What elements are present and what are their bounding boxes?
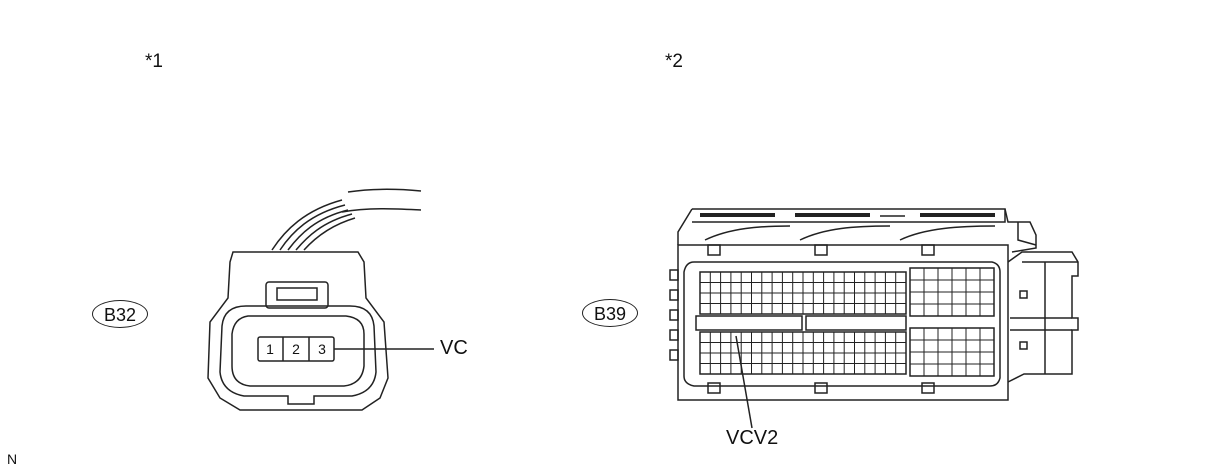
b32-pin-1: 1 [266,341,274,357]
connector-code-b32: B32 [92,300,148,328]
b32-pin-3: 3 [318,341,326,357]
corner-code: N [7,451,18,467]
pin-label-vcv2: VCV2 [726,427,779,449]
b39-pin-grids [700,268,994,376]
figure-marker-1: *1 [145,51,163,72]
connector-b39-drawing [669,208,1079,429]
figure-marker-2: *2 [665,51,683,72]
connector-b32-drawing [207,188,434,411]
connector-code-b39: B39 [582,299,638,327]
b32-pin-2: 2 [292,341,300,357]
pin-label-vc: VC [440,337,468,359]
